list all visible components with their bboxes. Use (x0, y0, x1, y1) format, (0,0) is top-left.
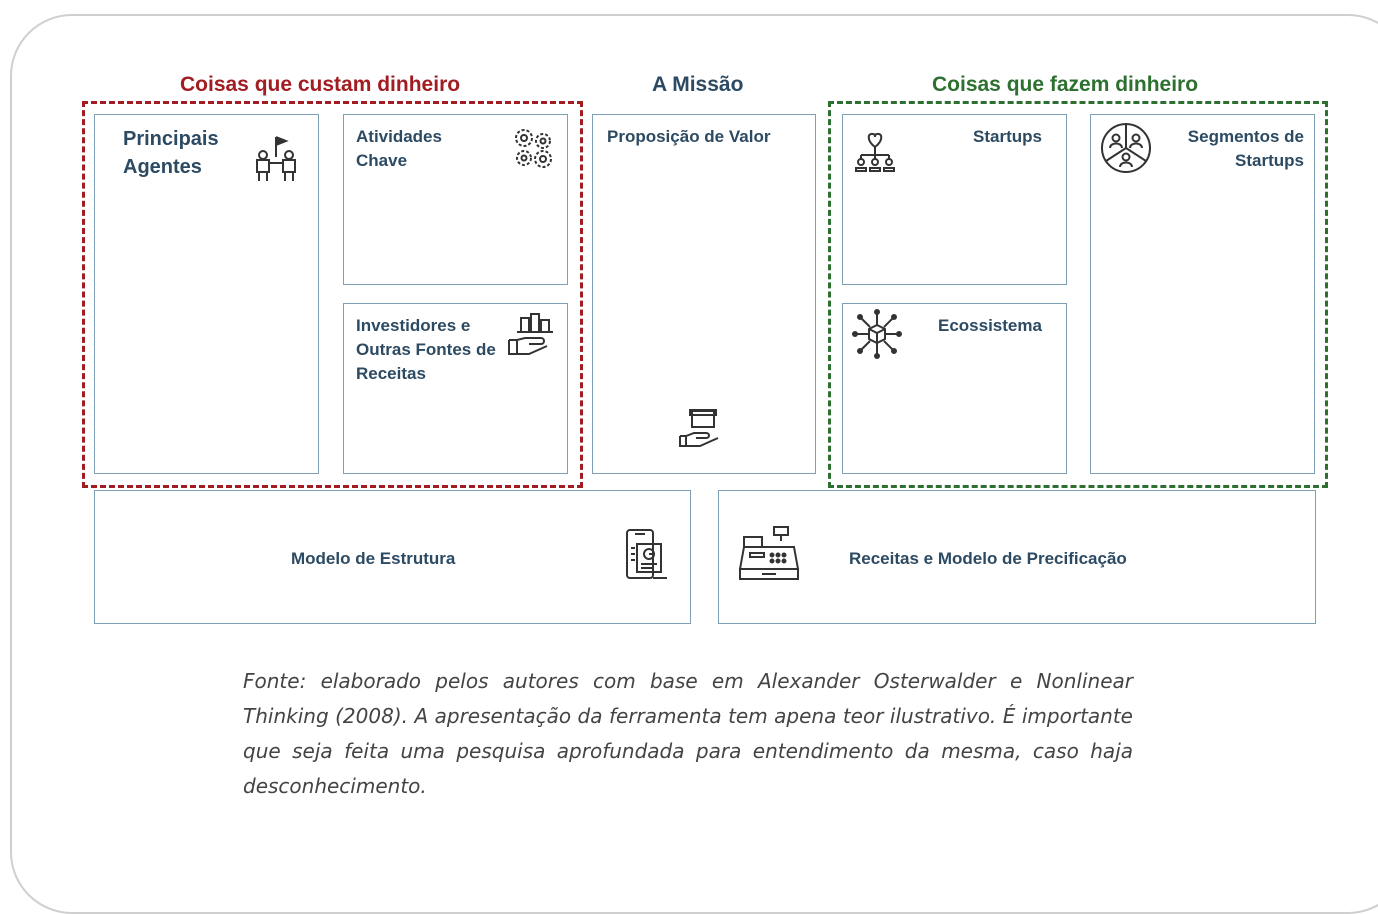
cash-register-icon (738, 523, 802, 583)
team-flag-icon (249, 133, 307, 183)
header-mission: A Missão (652, 73, 744, 96)
modelo-estrutura-label: Modelo de Estrutura (291, 549, 456, 568)
phone-document-icon (623, 528, 669, 584)
atividades-chave-label: Atividades Chave (356, 127, 442, 170)
box-hand-icon (678, 408, 724, 448)
gears-icon (510, 125, 556, 171)
block-proposicao-valor: Proposição de Valor (592, 114, 816, 474)
heart-network-icon (853, 129, 897, 175)
block-startups: Startups (842, 114, 1067, 285)
cost-group-border (82, 101, 583, 488)
block-principais-agentes: Principais Agentes (94, 114, 319, 474)
figure-caption: Fonte: elaborado pelos autores com base … (243, 669, 1133, 798)
proposicao-valor-label: Proposição de Valor (607, 127, 771, 146)
block-atividades-chave: Atividades Chave (343, 114, 568, 285)
header-cost: Coisas que custam dinheiro (180, 73, 461, 96)
startups-label: Startups (973, 127, 1042, 146)
block-ecossistema: Ecossistema (842, 303, 1067, 474)
block-receitas: Receitas e Modelo de Precificação (718, 490, 1316, 624)
receitas-label: Receitas e Modelo de Precificação (849, 549, 1127, 568)
cube-network-icon (851, 308, 903, 360)
ecossistema-label: Ecossistema (938, 316, 1042, 335)
block-modelo-estrutura: Modelo de Estrutura (94, 490, 691, 624)
block-investidores: Investidores e Outras Fontes de Receitas (343, 303, 568, 474)
money-group-border (828, 101, 1328, 488)
people-pie-icon (1099, 121, 1153, 175)
money-hand-icon (507, 310, 555, 360)
investidores-label: Investidores e Outras Fontes de Receitas (356, 316, 496, 383)
segmentos-label: Segmentos de Startups (1187, 127, 1304, 170)
principais-agentes-label: Principais Agentes (123, 128, 219, 178)
header-money: Coisas que fazem dinheiro (932, 73, 1199, 96)
block-segmentos: Segmentos de Startups (1090, 114, 1315, 474)
